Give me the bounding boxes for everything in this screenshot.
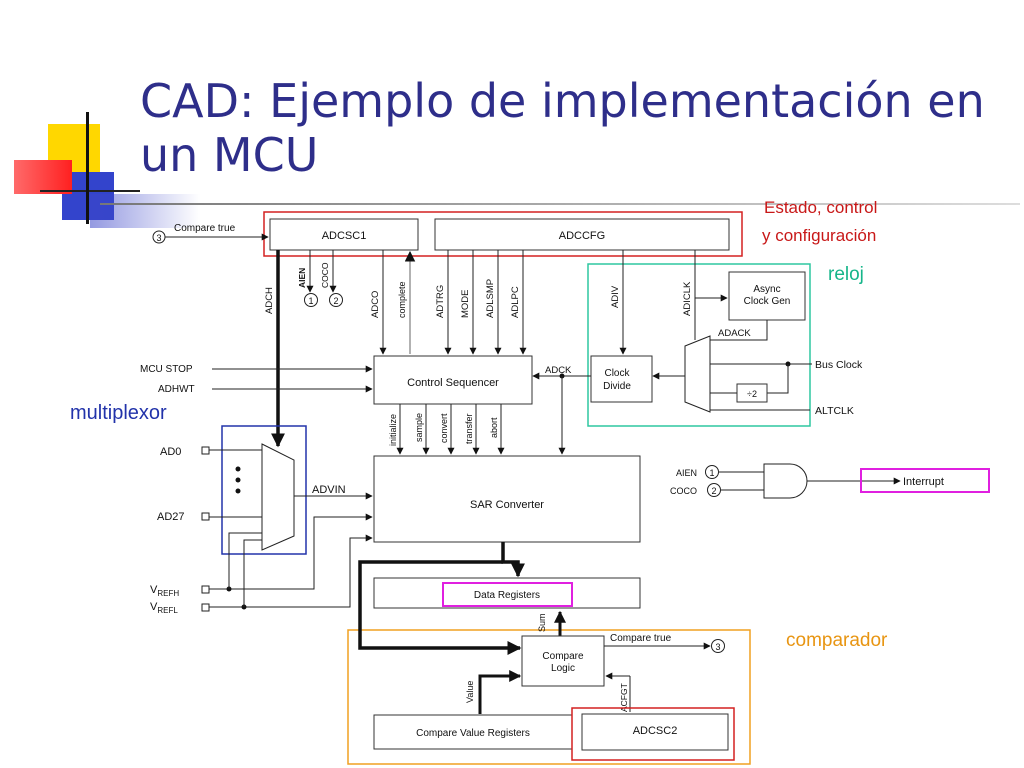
adccfg-label: ADCCFG [559, 230, 605, 242]
status-annotation-line2: y configuración [762, 226, 877, 245]
adch-label: ADCH [264, 287, 275, 314]
compare-logic-label-2: Logic [551, 663, 575, 674]
adlsmp-label: ADLSMP [485, 279, 496, 318]
adiv-label: ADIV [610, 285, 621, 308]
ref-circle-2-top [329, 293, 343, 307]
ad27-label: AD27 [157, 511, 185, 523]
comparator-annotation: comparador [786, 630, 888, 651]
input-mux [261, 443, 295, 551]
svg-text:3: 3 [715, 642, 720, 652]
compare-value-registers-box [373, 714, 573, 750]
bus-clock-label: Bus Clock [815, 359, 863, 371]
decor-fade-bar [90, 194, 200, 228]
clock-mux [684, 335, 711, 413]
ref-circle-2-right [707, 483, 721, 497]
ref-circle-1-top [304, 293, 318, 307]
decor-horizontal-line [40, 190, 140, 192]
clock-annotation: reloj [828, 264, 864, 285]
value-label: Value [465, 681, 475, 703]
title-underline [100, 203, 1020, 205]
initialize-label: initialize [388, 414, 398, 446]
title-line-1: CAD: Ejemplo de implementación en [140, 74, 985, 128]
mcu-stop-label: MCU STOP [140, 364, 193, 375]
compare-logic-box [521, 635, 605, 687]
clock-divide-box [590, 355, 653, 403]
adcsc2-highlight-box [571, 707, 735, 761]
decor-vertical-line [86, 112, 89, 224]
sar-converter-label: SAR Converter [470, 499, 544, 511]
interrupt-label: Interrupt [903, 476, 944, 488]
adcsc1-register [269, 218, 419, 251]
async-label-2: Clock Gen [744, 296, 791, 307]
adcsc2-label: ADCSC2 [633, 725, 678, 737]
decor-red-square [14, 160, 72, 194]
async-label-1: Async [753, 284, 780, 295]
compare-value-registers-label: Compare Value Registers [416, 728, 530, 739]
coco-label: COCO [320, 262, 330, 288]
and-gate [763, 463, 808, 499]
sum-label: Sum [537, 613, 547, 632]
slide-title: CAD: Ejemplo de implementación en un MCU [140, 74, 1010, 182]
interrupt-highlight-box [860, 468, 990, 493]
aien-right-label: AIEN [676, 468, 697, 478]
adhwt-label: ADHWT [158, 384, 195, 395]
sample-label: sample [414, 413, 424, 442]
clock-highlight-box [587, 263, 811, 427]
adck-label: ADCK [545, 365, 572, 376]
ad0-label: AD0 [160, 446, 181, 458]
svg-text:1: 1 [709, 468, 714, 478]
advin-label: ADVIN [312, 484, 346, 496]
adcsc2-register [581, 713, 729, 751]
svg-text:2: 2 [711, 486, 716, 496]
control-sequencer-box [373, 355, 533, 405]
comparator-highlight-box [347, 629, 751, 765]
sar-converter-box [373, 455, 641, 543]
vrefh-label: VREFH [150, 584, 179, 598]
transfer-label: transfer [464, 413, 474, 444]
status-annotation-line1: Estado, control [764, 198, 878, 217]
ref-circle-1-right [705, 465, 719, 479]
data-registers-label: Data Registers [474, 590, 540, 601]
ref-circle-3-out [711, 639, 725, 653]
compare-true-in-label: Compare true [174, 223, 236, 234]
coco-right-label: COCO [670, 486, 697, 496]
adco-label: ADCO [370, 291, 381, 318]
ref-3-in-label: 3 [156, 233, 161, 243]
acfgt-label: ACFGT [619, 683, 629, 712]
adack-label: ADACK [718, 328, 751, 339]
adtrg-label: ADTRG [435, 285, 446, 318]
convert-label: convert [439, 413, 449, 443]
ref-1-top-label: 1 [308, 296, 313, 306]
compare-true-out-label: Compare true [610, 633, 672, 644]
altclk-label: ALTCLK [815, 405, 854, 417]
clock-divide-label-1: Clock [604, 368, 630, 379]
mux-highlight-box [221, 425, 307, 555]
mode-label: MODE [460, 290, 471, 319]
adiclk-label: ADICLK [682, 281, 693, 316]
adccfg-register [434, 218, 730, 251]
control-sequencer-label: Control Sequencer [407, 377, 499, 389]
complete-label: complete [397, 281, 407, 318]
data-registers-highlight-box [442, 582, 573, 607]
div2-label: ÷2 [747, 389, 757, 399]
clock-divide-label-2: Divide [603, 381, 631, 392]
vrefl-label: VREFL [150, 601, 178, 615]
compare-logic-label-1: Compare [542, 651, 584, 662]
abort-label: abort [489, 417, 499, 438]
title-line-2: un MCU [140, 128, 319, 182]
adcsc1-label: ADCSC1 [322, 230, 367, 242]
aien-label: AIEN [297, 268, 307, 288]
mux-annotation: multiplexor [70, 402, 167, 424]
adlpc-label: ADLPC [510, 286, 521, 318]
ref-2-top-label: 2 [333, 296, 338, 306]
